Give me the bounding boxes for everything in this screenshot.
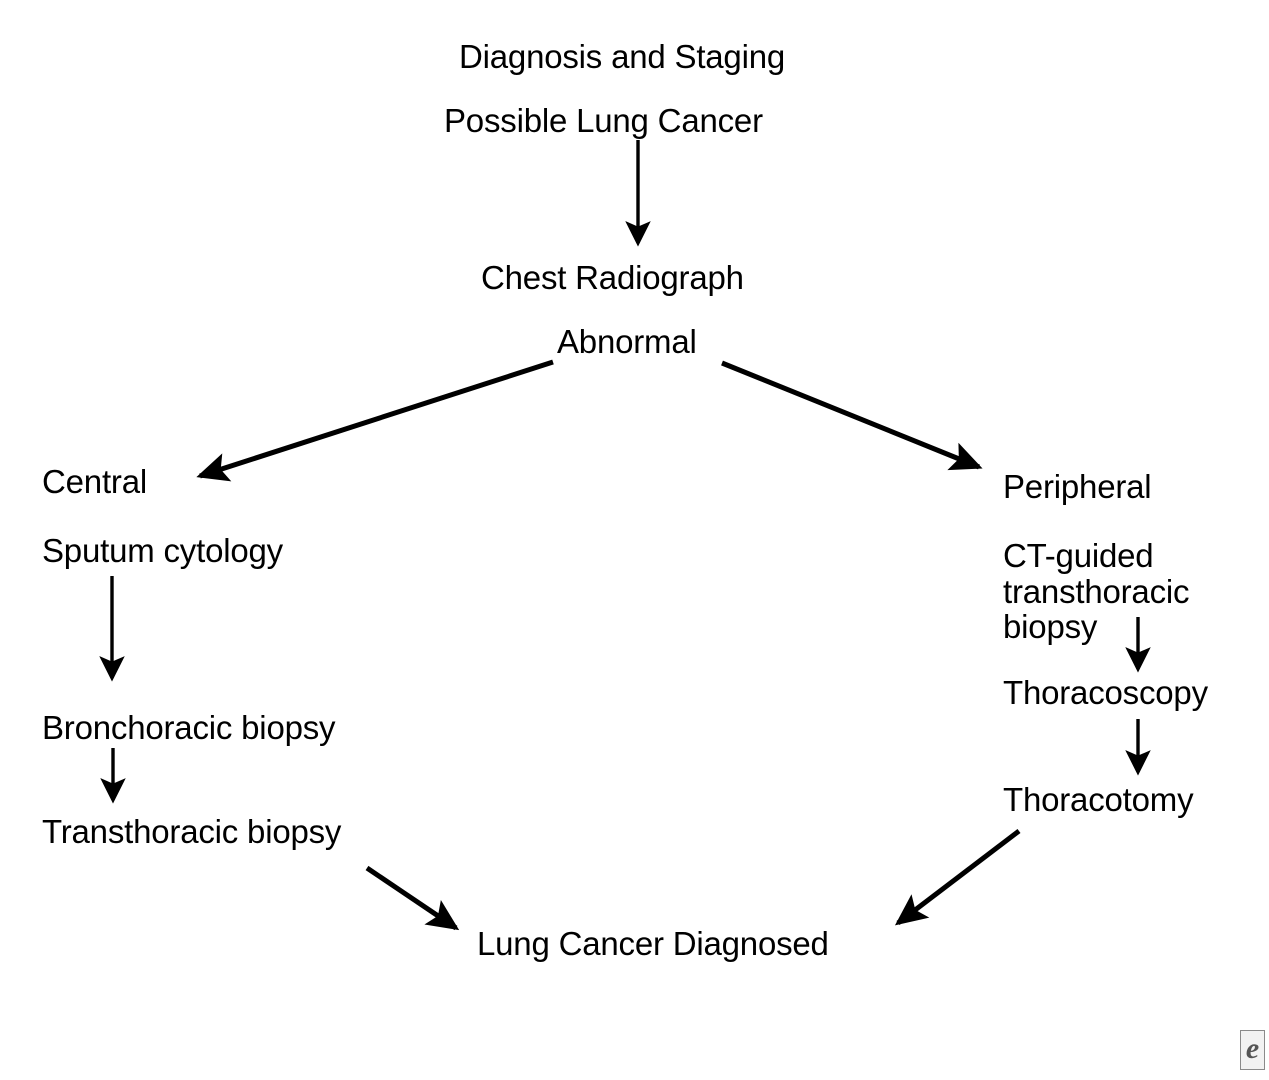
node-abnormal: Abnormal xyxy=(557,323,697,360)
node-possible-lung-cancer: Possible Lung Cancer xyxy=(444,102,763,139)
node-sputum-cytology: Sputum cytology xyxy=(42,532,283,569)
node-chest-radiograph: Chest Radiograph xyxy=(481,259,744,296)
node-ct-guided-transthoracic-biopsy: CT-guided transthoracic biopsy xyxy=(1003,537,1190,646)
watermark-glyph: e xyxy=(1245,1032,1260,1065)
node-thoracoscopy: Thoracoscopy xyxy=(1003,674,1208,711)
node-central: Central xyxy=(42,463,147,500)
edge-abnormal-to-central xyxy=(196,359,554,482)
figure-title: Diagnosis and Staging xyxy=(459,38,786,75)
node-peripheral: Peripheral xyxy=(1003,468,1152,505)
edge-transthoracic-to-diagnosed xyxy=(365,865,460,931)
edge-thoracotomy-to-diagnosed xyxy=(894,829,1021,926)
node-transthoracic-biopsy: Transthoracic biopsy xyxy=(42,813,342,850)
edge-abnormal-to-peripheral xyxy=(721,360,983,471)
node-bronchoracic-biopsy: Bronchoracic biopsy xyxy=(42,709,336,746)
node-thoracotomy: Thoracotomy xyxy=(1003,781,1194,818)
watermark-badge: e xyxy=(1240,1030,1265,1070)
node-lung-cancer-diagnosed: Lung Cancer Diagnosed xyxy=(477,925,829,962)
